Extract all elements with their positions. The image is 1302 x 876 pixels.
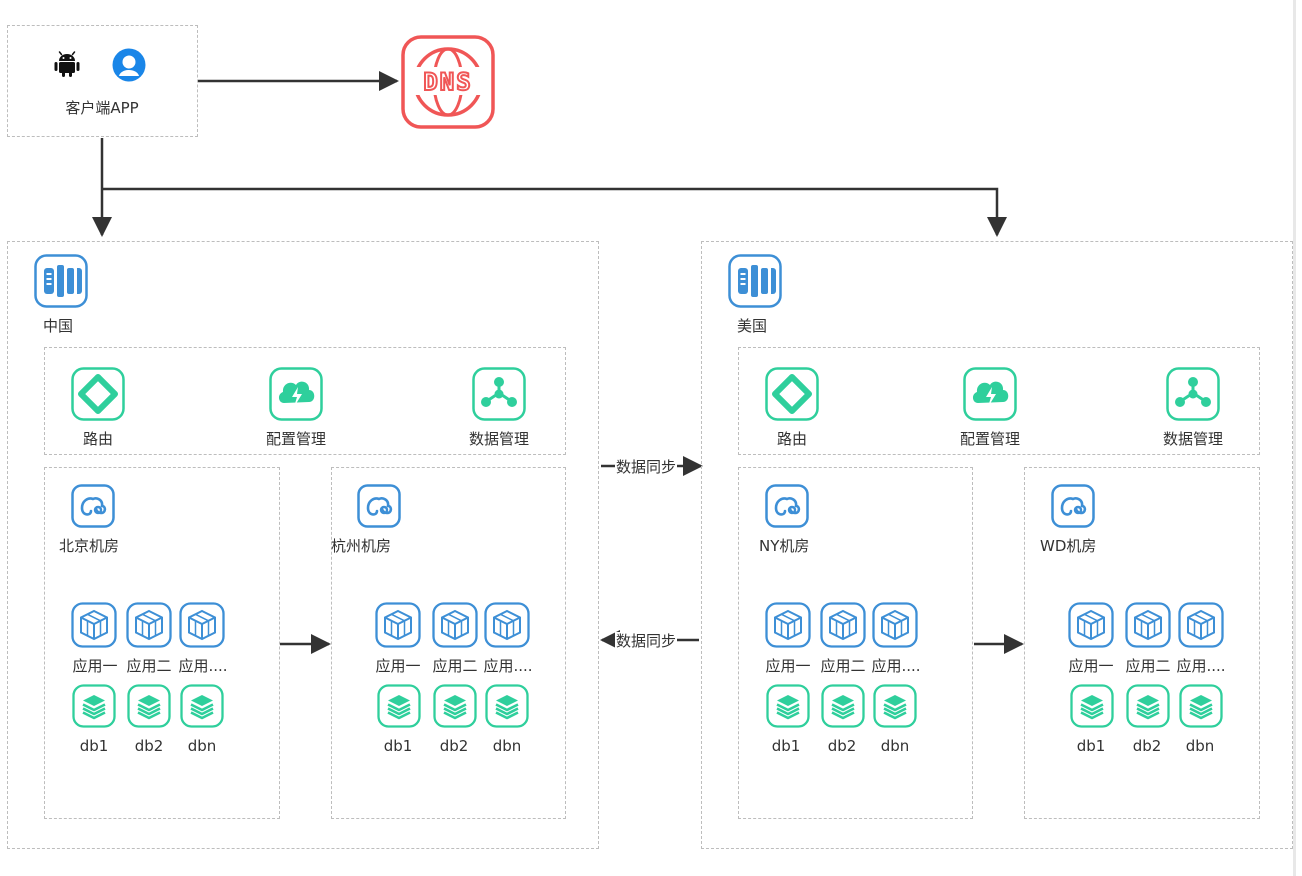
app-cube-icon	[375, 602, 421, 648]
data-manage-icon	[472, 367, 526, 421]
app-label: 应用一	[375, 657, 421, 675]
db-label: db1	[383, 737, 413, 755]
room-label-wd: WD机房	[1040, 537, 1097, 555]
dns-text: DNS	[423, 68, 472, 96]
config-cloud-icon	[963, 367, 1017, 421]
db-label: db2	[134, 737, 164, 755]
room-icon	[357, 484, 401, 528]
app-cube-icon	[1125, 602, 1171, 648]
db-label: dbn	[492, 737, 522, 755]
sync-label-to-china: 数据同步	[615, 632, 678, 650]
app-label: 应用一	[765, 657, 811, 675]
db-label: dbn	[1185, 737, 1215, 755]
room-box-ny	[738, 467, 973, 819]
user-icon	[112, 48, 146, 82]
database-icon	[377, 684, 421, 728]
db-label: db2	[827, 737, 857, 755]
app-label: 应用二	[820, 657, 866, 675]
app-label: 应用....	[1176, 657, 1226, 675]
client-app-label: 客户端APP	[65, 99, 139, 117]
room-label-beijing: 北京机房	[59, 537, 120, 555]
route-icon	[765, 367, 819, 421]
room-label-hangzhou: 杭州机房	[331, 537, 392, 555]
client-app-box	[7, 25, 198, 137]
db-label: db1	[1076, 737, 1106, 755]
database-icon	[766, 684, 810, 728]
region-label-china: 中国	[43, 317, 74, 335]
service-label-data: 数据管理	[1162, 430, 1224, 448]
room-box-wd	[1024, 467, 1260, 819]
region-label-usa: 美国	[737, 317, 768, 335]
db-label: db1	[79, 737, 109, 755]
region-china-box	[7, 241, 599, 849]
route-icon	[71, 367, 125, 421]
db-label: db1	[771, 737, 801, 755]
app-cube-icon	[820, 602, 866, 648]
room-box-hangzhou	[331, 467, 566, 819]
services-box-usa	[738, 347, 1260, 455]
service-label-config: 配置管理	[265, 430, 327, 448]
app-label: 应用....	[178, 657, 228, 675]
config-cloud-icon	[269, 367, 323, 421]
app-label: 应用一	[72, 657, 118, 675]
database-icon	[485, 684, 529, 728]
app-label: 应用二	[126, 657, 172, 675]
database-icon	[1126, 684, 1170, 728]
region-icon	[728, 254, 782, 308]
service-label-route: 路由	[82, 430, 114, 448]
app-label: 应用....	[871, 657, 921, 675]
region-icon	[34, 254, 88, 308]
db-label: dbn	[880, 737, 910, 755]
database-icon	[72, 684, 116, 728]
service-label-data: 数据管理	[468, 430, 530, 448]
app-label: 应用二	[432, 657, 478, 675]
room-icon	[71, 484, 115, 528]
room-icon	[765, 484, 809, 528]
region-usa-box	[701, 241, 1293, 849]
services-box-china	[44, 347, 566, 455]
app-cube-icon	[432, 602, 478, 648]
app-cube-icon	[1068, 602, 1114, 648]
database-icon	[433, 684, 477, 728]
database-icon	[821, 684, 865, 728]
room-box-beijing	[44, 467, 280, 819]
app-label: 应用....	[483, 657, 533, 675]
database-icon	[873, 684, 917, 728]
app-cube-icon	[126, 602, 172, 648]
app-cube-icon	[179, 602, 225, 648]
room-icon	[1051, 484, 1095, 528]
app-cube-icon	[765, 602, 811, 648]
app-cube-icon	[484, 602, 530, 648]
app-label: 应用二	[1125, 657, 1171, 675]
db-label: db2	[1132, 737, 1162, 755]
edge-client-usa	[102, 187, 1007, 237]
data-manage-icon	[1166, 367, 1220, 421]
canvas-right-border	[1293, 0, 1296, 876]
database-icon	[1179, 684, 1223, 728]
app-label: 应用一	[1068, 657, 1114, 675]
database-icon	[127, 684, 171, 728]
db-label: db2	[439, 737, 469, 755]
dns-icon: DNS	[401, 35, 495, 129]
db-label: dbn	[187, 737, 217, 755]
room-label-ny: NY机房	[759, 537, 810, 555]
service-label-route: 路由	[776, 430, 808, 448]
database-icon	[1070, 684, 1114, 728]
app-cube-icon	[872, 602, 918, 648]
database-icon	[180, 684, 224, 728]
android-icon	[54, 51, 80, 77]
app-cube-icon	[71, 602, 117, 648]
sync-label-to-usa: 数据同步	[615, 458, 678, 476]
app-cube-icon	[1178, 602, 1224, 648]
service-label-config: 配置管理	[959, 430, 1021, 448]
